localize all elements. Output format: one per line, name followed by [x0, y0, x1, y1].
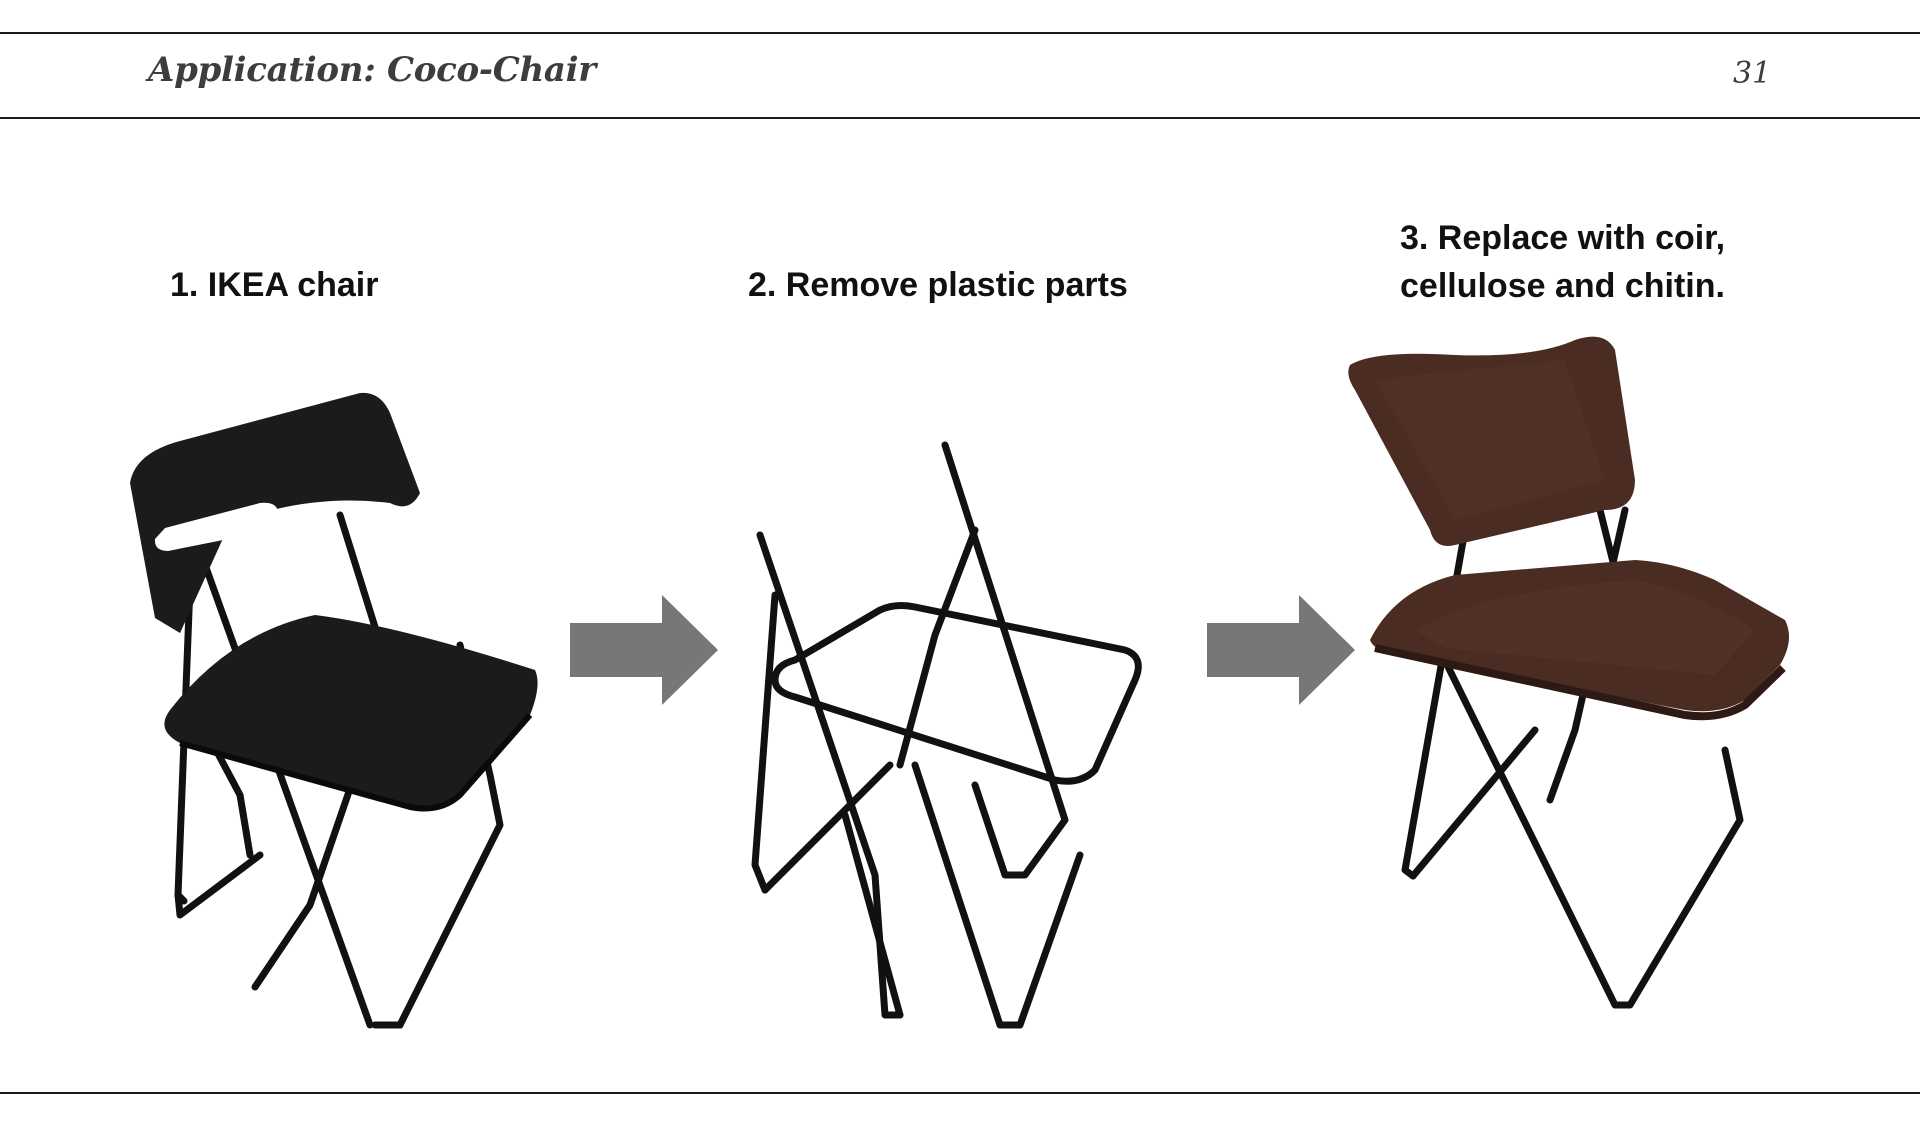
step-2-label: 2. Remove plastic parts: [748, 261, 1128, 309]
right-arrow-icon: [1207, 595, 1355, 710]
bare-frame-image: [735, 435, 1175, 1035]
page-number: 31: [1733, 56, 1772, 91]
coco-chair-image: [1335, 330, 1795, 1010]
header-top-rule: [0, 32, 1920, 34]
page-title: Application: Coco-Chair: [148, 50, 596, 90]
step-3-label: 3. Replace with coir, cellulose and chit…: [1400, 214, 1725, 310]
step-3-label-line-1: 3. Replace with coir,: [1400, 219, 1726, 257]
step-3-label-line-2: cellulose and chitin.: [1400, 267, 1725, 305]
header-bottom-rule: [0, 117, 1920, 119]
ikea-chair-image: [110, 385, 550, 1035]
step-1-label: 1. IKEA chair: [170, 261, 378, 309]
right-arrow-icon: [570, 595, 718, 710]
step-1-label-line: 1. IKEA chair: [170, 266, 379, 304]
footer-rule: [0, 1092, 1920, 1094]
step-2-label-line: 2. Remove plastic parts: [748, 266, 1128, 304]
